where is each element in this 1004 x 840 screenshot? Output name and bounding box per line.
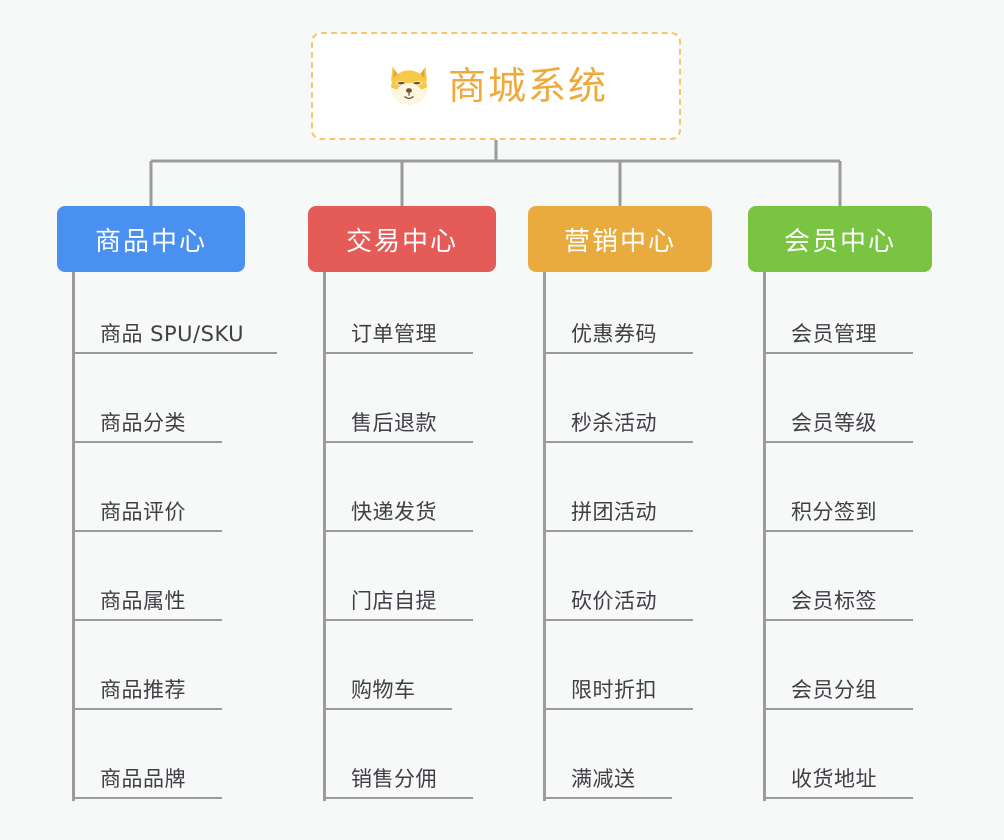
category-label: 商品中心	[94, 226, 207, 257]
leaf-underline	[323, 441, 473, 443]
leaf-underline	[323, 708, 452, 710]
leaf-label: 商品分类	[100, 411, 186, 435]
leaf-underline	[763, 619, 913, 621]
leaf-underline	[72, 441, 222, 443]
leaf-label: 积分签到	[791, 500, 877, 524]
category-box-3[interactable]: 营销中心	[528, 206, 712, 272]
leaf-label: 满减送	[571, 767, 636, 791]
category-label: 交易中心	[345, 226, 458, 257]
shiba-dog-icon	[390, 66, 427, 105]
leaf-label: 快递发货	[351, 500, 437, 524]
leaf-label: 商品推荐	[100, 678, 186, 702]
category-label: 营销中心	[563, 226, 676, 257]
leaf-underline	[543, 352, 693, 354]
leaf-underline	[763, 708, 913, 710]
leaf-underline	[323, 619, 473, 621]
leaf-underline	[763, 797, 913, 799]
leaf-label: 收货地址	[791, 767, 877, 791]
leaf-underline	[763, 530, 913, 532]
leaf-underline	[543, 797, 672, 799]
leaf-underline	[543, 619, 693, 621]
leaf-underline	[72, 352, 277, 354]
leaf-label: 订单管理	[351, 322, 437, 346]
leaf-label: 商品属性	[100, 589, 186, 613]
leaf-label: 拼团活动	[571, 500, 657, 524]
leaf-underline	[72, 797, 222, 799]
leaf-label: 会员分组	[791, 678, 877, 702]
leaf-underline	[543, 441, 693, 443]
leaf-label: 秒杀活动	[571, 411, 657, 435]
branch-trunk	[763, 272, 766, 801]
category-label: 会员中心	[783, 226, 896, 257]
root-node[interactable]: 商城系统	[311, 32, 681, 140]
leaf-label: 销售分佣	[351, 767, 437, 791]
leaf-label: 购物车	[351, 678, 416, 702]
leaf-label: 商品 SPU/SKU	[100, 322, 245, 346]
leaf-label: 会员等级	[791, 411, 877, 435]
leaf-underline	[323, 352, 473, 354]
root-title: 商城系统	[447, 64, 608, 108]
leaf-underline	[72, 530, 222, 532]
category-box-2[interactable]: 交易中心	[308, 206, 496, 272]
leaf-label: 商品评价	[100, 500, 186, 524]
leaf-underline	[72, 619, 222, 621]
leaf-underline	[763, 441, 913, 443]
leaf-underline	[543, 708, 693, 710]
leaf-label: 砍价活动	[571, 589, 657, 613]
leaf-label: 会员管理	[791, 322, 877, 346]
leaf-label: 售后退款	[351, 411, 437, 435]
leaf-label: 限时折扣	[571, 678, 657, 702]
leaf-underline	[72, 708, 222, 710]
leaf-underline	[323, 797, 473, 799]
leaf-label: 会员标签	[791, 589, 877, 613]
leaf-label: 门店自提	[351, 589, 437, 613]
category-box-4[interactable]: 会员中心	[748, 206, 932, 272]
leaf-underline	[763, 352, 913, 354]
leaf-underline	[323, 530, 473, 532]
category-box-1[interactable]: 商品中心	[57, 206, 245, 272]
branch-trunk	[323, 272, 326, 801]
leaf-label: 商品品牌	[100, 767, 186, 791]
branch-trunk	[543, 272, 546, 801]
branch-trunk	[72, 272, 75, 801]
leaf-label: 优惠券码	[571, 322, 657, 346]
leaf-underline	[543, 530, 693, 532]
